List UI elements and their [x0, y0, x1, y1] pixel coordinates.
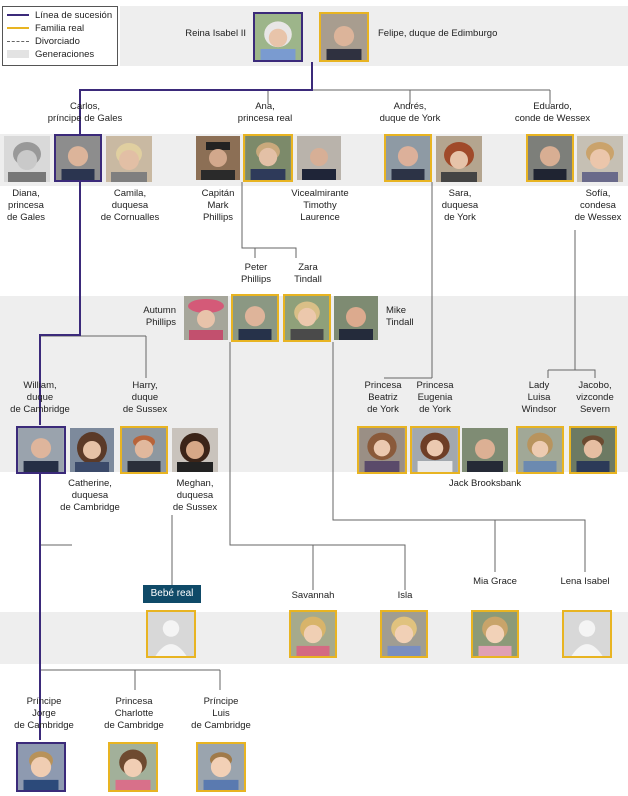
- label-isla: Isla: [397, 590, 413, 601]
- photo-charlotte: [108, 742, 158, 792]
- generation-band-1: [120, 6, 628, 66]
- photo-peter: [231, 294, 279, 342]
- photo-diana: [4, 136, 50, 182]
- photo-mia: [471, 610, 519, 658]
- photo-mark: [196, 136, 240, 180]
- label-camila: Camila, duquesa de Cornualles: [100, 188, 160, 223]
- label-felipe: Felipe, duque de Edimburgo: [378, 28, 498, 39]
- legend: Línea de sucesión Familia real Divorciad…: [2, 6, 118, 66]
- photo-andres: [384, 134, 432, 182]
- label-autumn: Autumn Phillips: [143, 305, 176, 328]
- photo-jack: [462, 428, 508, 472]
- label-jorge: Príncipe Jorge de Cambridge: [14, 696, 74, 731]
- photo-savannah: [289, 610, 337, 658]
- label-savannah: Savannah: [291, 590, 335, 601]
- photo-zara: [283, 294, 331, 342]
- photo-mike: [334, 296, 378, 340]
- label-jack: Jack Brooksbank: [448, 478, 522, 489]
- label-sofia: Sofía, condesa de Wessex: [574, 188, 622, 223]
- label-luis: Príncipe Luis de Cambridge: [191, 696, 251, 731]
- photo-carlos: [54, 134, 102, 182]
- new-baby-tag: Bebé real: [143, 585, 201, 603]
- label-charlotte: Princesa Charlotte de Cambridge: [104, 696, 164, 731]
- label-diana: Diana, princesa de Gales: [6, 188, 46, 223]
- label-jacobo: Jacobo, vizconde Severn: [576, 380, 614, 415]
- label-mike: Mike Tindall: [386, 305, 414, 328]
- label-harry: Harry, duque de Sussex: [122, 380, 168, 415]
- placeholder-silhouette-baby: [146, 610, 196, 658]
- label-sara: Sara, duquesa de York: [441, 188, 479, 223]
- label-timothy: Vicealmirante Timothy Laurence: [291, 188, 349, 223]
- legend-generations: Generaciones: [7, 48, 94, 60]
- label-ana: Ana, princesa real: [237, 101, 293, 124]
- label-catherine: Catherine, duquesa de Cambridge: [60, 478, 120, 513]
- label-eugenia: Princesa Eugenia de York: [416, 380, 454, 415]
- photo-jorge: [16, 742, 66, 792]
- photo-meghan: [172, 428, 218, 472]
- legend-royal: Familia real: [7, 22, 84, 34]
- photo-eugenia: [410, 426, 460, 474]
- label-peter: Peter Phillips: [240, 262, 272, 285]
- photo-isla: [380, 610, 428, 658]
- photo-camila: [106, 136, 152, 182]
- label-mark: Capitán Mark Phillips: [201, 188, 235, 223]
- label-luisa: Lady Luisa Windsor: [521, 380, 557, 415]
- label-mia: Mia Grace: [473, 576, 517, 587]
- photo-william: [16, 426, 66, 474]
- label-meghan: Meghan, duquesa de Sussex: [172, 478, 218, 513]
- photo-catherine: [70, 428, 114, 472]
- placeholder-silhouette-lena: [562, 610, 612, 658]
- label-carlos: Carlos, príncipe de Gales: [47, 101, 123, 124]
- photo-sara: [436, 136, 482, 182]
- label-eduardo: Eduardo, conde de Wessex: [514, 101, 591, 124]
- photo-autumn: [184, 296, 228, 340]
- photo-timothy: [297, 136, 341, 180]
- photo-luis: [196, 742, 246, 792]
- photo-ana: [243, 134, 293, 182]
- photo-sofia: [577, 136, 623, 182]
- label-william: William, duque de Cambridge: [10, 380, 70, 415]
- photo-beatriz: [357, 426, 407, 474]
- photo-isabel: [253, 12, 303, 62]
- label-andres: Andrés, duque de York: [379, 101, 441, 124]
- legend-succession: Línea de sucesión: [7, 9, 112, 21]
- label-lena: Lena Isabel: [560, 576, 610, 587]
- label-beatriz: Princesa Beatriz de York: [364, 380, 402, 415]
- photo-felipe: [319, 12, 369, 62]
- photo-eduardo: [526, 134, 574, 182]
- photo-harry: [120, 426, 168, 474]
- label-isabel: Reina Isabel II: [185, 28, 246, 39]
- photo-luisa: [516, 426, 564, 474]
- legend-divorced: Divorciado: [7, 35, 80, 47]
- photo-jacobo: [569, 426, 617, 474]
- label-zara: Zara Tindall: [294, 262, 322, 285]
